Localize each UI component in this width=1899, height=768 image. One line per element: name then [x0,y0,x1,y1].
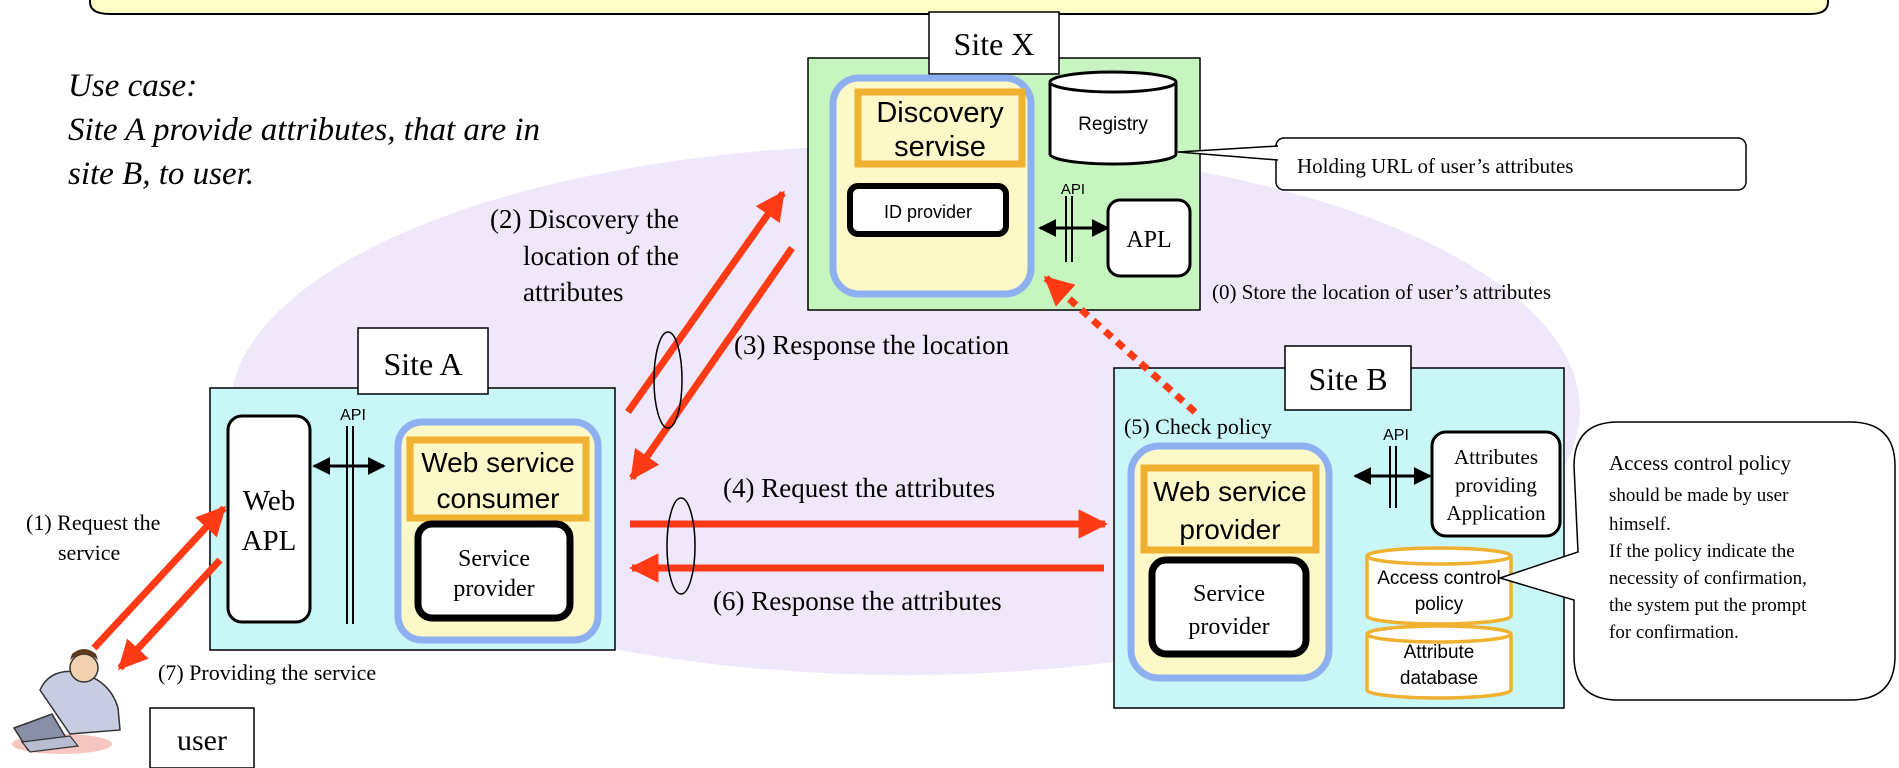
registry-cylinder [1048,82,1178,166]
apa-label-1: Attributes [1454,445,1538,469]
site-b-api-label: API [1383,427,1409,444]
db-label-2: database [1400,668,1478,689]
user-label: user [177,724,227,757]
policy-line1: Access control policy [1609,451,1791,475]
pair-loop-2-3 [653,331,683,429]
policy-callout: Access control policy should be made by … [1497,421,1896,701]
wsc-label-1: Web service [421,447,575,478]
site-a-api-label: API [340,407,366,424]
step7-label: (7) Providing the service [158,660,376,685]
site-x-apl-box [1106,198,1192,278]
user-head [69,653,99,683]
access-control-policy-cylinder [1365,556,1513,626]
site-b-sp-label-1: Service [1193,581,1265,607]
policy-line4: If the policy indicate the [1609,541,1795,562]
policy-line3: himself. [1609,514,1671,535]
apa-label-3: Application [1446,501,1546,525]
db-label-1: Attribute [1404,642,1475,663]
web-apl-label-1: Web [243,485,295,517]
arrow-step3 [629,246,795,481]
use-case-text: Use case: Site A provide attributes, tha… [68,68,540,192]
id-provider-box [847,183,1009,237]
step2-label-1: (2) Discovery the [490,204,679,234]
site-b-title-box [1284,345,1412,411]
site-a: Site A Web APL API Web service consumer … [209,327,616,651]
user-figure [12,649,121,754]
arrow-step7 [117,557,223,671]
site-x: Site X Discovery servise ID provider Reg… [807,11,1201,311]
web-service-provider-box [1140,464,1320,554]
registry-note-text: Holding URL of user’s attributes [1297,154,1573,178]
wsc-label-2: consumer [437,483,560,514]
wsp-label-2: provider [1179,514,1280,545]
site-x-title-box [928,11,1060,75]
step6-label: (6) Response the attributes [713,586,1002,616]
step2-label-3: attributes [523,277,623,307]
site-b-title: Site B [1308,361,1387,397]
site-b-service-provider-box [1148,556,1310,658]
registry-note: Holding URL of user’s attributes [1177,137,1747,191]
step2-label-2: location of the [523,241,679,271]
policy-line7: for confirmation. [1609,622,1739,643]
discovery-service-box [854,88,1026,168]
policy-line2: should be made by user [1609,485,1789,506]
arrow-step1 [91,505,227,651]
site-x-apl-label: APL [1126,227,1171,253]
user-label-box [149,707,255,768]
acp-label-1: Access control [1377,568,1501,589]
registry-label: Registry [1078,114,1148,135]
site-a-service-provider-box [414,520,574,622]
use-case-line1: Use case: [68,68,197,104]
site-b: Site B (5) Check policy Web service prov… [1113,345,1565,709]
site-b-sp-label-2: provider [1188,614,1269,640]
attributes-app-box [1430,430,1562,538]
discovery-label-2: servise [894,131,986,163]
site-x-title: Site X [954,26,1035,62]
web-service-consumer-box [406,436,590,522]
site-a-sp-label-1: Service [458,546,530,572]
step4-label: (4) Request the attributes [723,473,995,503]
site-x-api-label: API [1061,181,1085,198]
step3-label: (3) Response the location [734,330,1010,360]
wsp-label-1: Web service [1153,476,1307,507]
site-a-title-box [357,327,489,395]
apa-label-2: providing [1455,473,1537,497]
web-apl-label-2: APL [242,525,297,557]
check-policy-label: (5) Check policy [1124,414,1272,439]
web-apl-box [226,414,312,624]
policy-line5: necessity of confirmation, [1609,568,1807,589]
site-a-title: Site A [383,346,462,382]
id-provider-label: ID provider [884,202,972,222]
arrow-step5 [1043,275,1198,415]
pair-loop-4-6 [666,497,696,595]
step1-label-1: (1) Request the [26,510,160,535]
policy-line6: the system put the prompt [1609,595,1807,616]
user-hair [70,649,98,660]
use-case-line2: Site A provide attributes, that are in [68,112,540,148]
step0-label: (0) Store the location of user’s attribu… [1212,280,1551,304]
discovery-label-1: Discovery [876,97,1004,129]
site-a-sp-label-2: provider [453,576,534,602]
step1-label-2: service [58,540,120,565]
attribute-database-cylinder [1365,634,1513,700]
step-labels: (2) Discovery the location of the attrib… [26,204,1010,685]
acp-label-2: policy [1415,594,1464,615]
use-case-line3: site B, to user. [68,156,254,192]
